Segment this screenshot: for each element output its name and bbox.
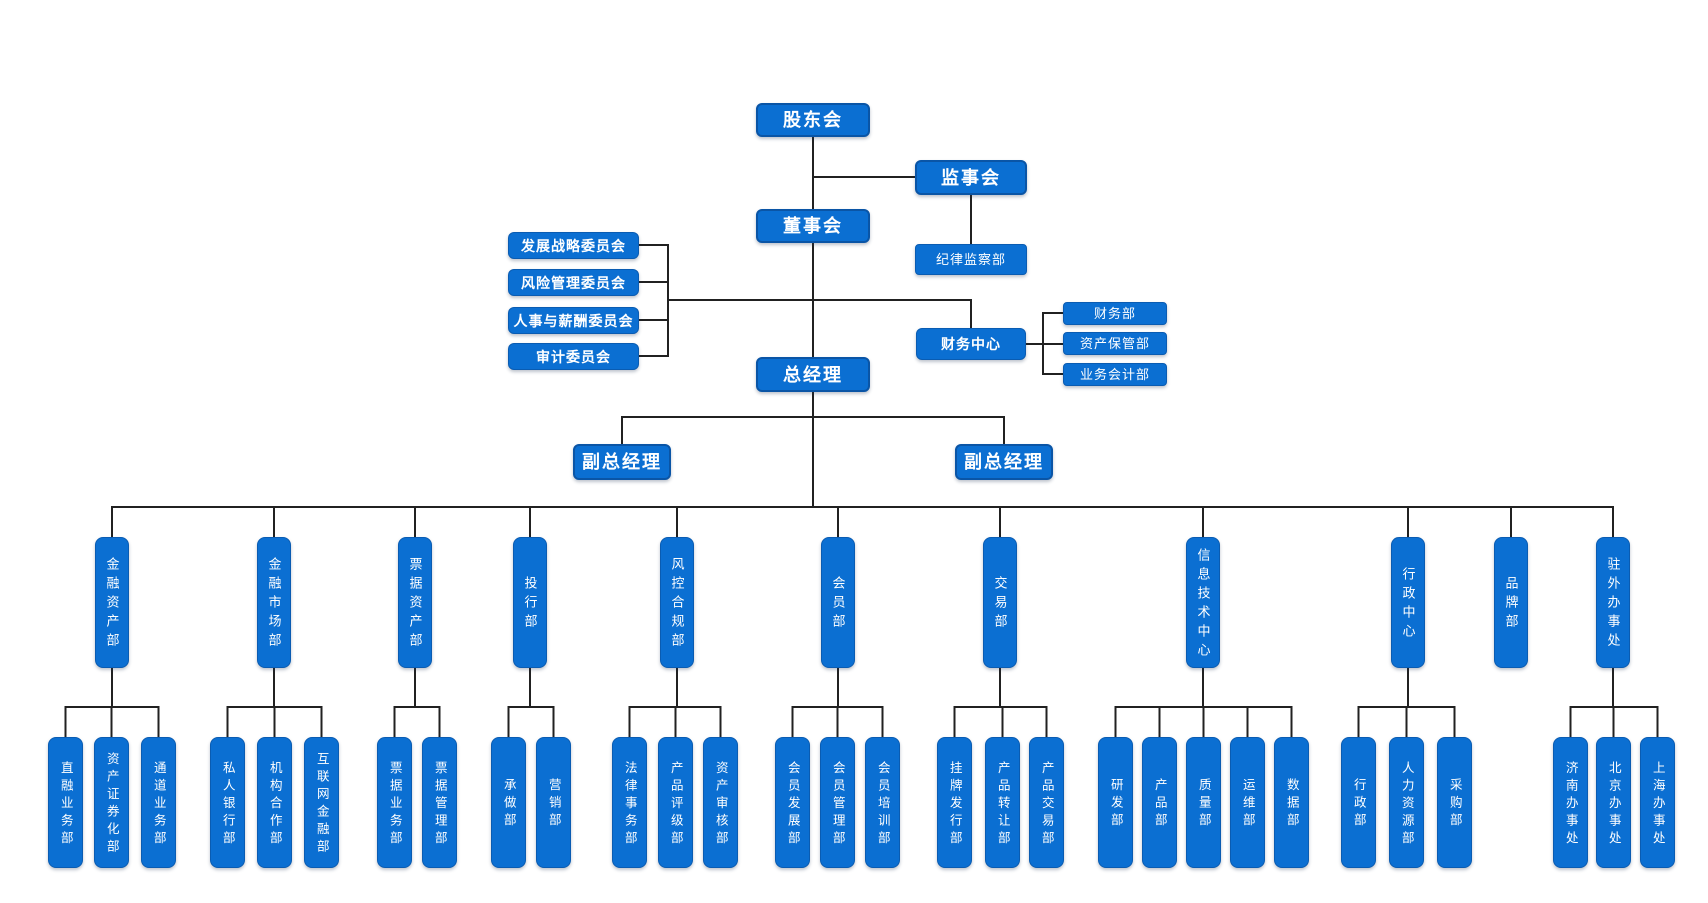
org-node-deputy-general-manager-1[interactable]: 副总经理 <box>573 444 671 480</box>
org-node-product-trading-dept[interactable]: 产品交易部 <box>1029 737 1064 868</box>
org-node-bills-assets-dept[interactable]: 票据资产部 <box>398 537 432 668</box>
org-node-product-transfer-dept[interactable]: 产品转让部 <box>985 737 1020 868</box>
org-node-risk-management-committee[interactable]: 风险管理委员会 <box>508 269 639 296</box>
org-node-legal-affairs-dept[interactable]: 法律事务部 <box>612 737 647 868</box>
org-node-risk-compliance-dept[interactable]: 风控合规部 <box>660 537 694 668</box>
org-node-beijing-office[interactable]: 北京办事处 <box>1596 737 1631 868</box>
org-node-rd-dept[interactable]: 研发部 <box>1098 737 1133 868</box>
org-node-data-dept[interactable]: 数据部 <box>1274 737 1309 868</box>
org-node-investment-banking-dept[interactable]: 投行部 <box>513 537 547 668</box>
org-node-board-of-directors[interactable]: 董事会 <box>756 209 870 243</box>
org-node-bills-business-dept[interactable]: 票据业务部 <box>377 737 412 868</box>
org-node-marketing-dept[interactable]: 营销部 <box>536 737 571 868</box>
org-node-supervisory-board[interactable]: 监事会 <box>915 160 1027 195</box>
org-node-financial-assets-dept[interactable]: 金融资产部 <box>95 537 129 668</box>
org-node-finance-dept[interactable]: 财务部 <box>1063 302 1167 325</box>
org-node-admin-center[interactable]: 行政中心 <box>1391 537 1425 668</box>
org-node-asset-review-dept[interactable]: 资产审核部 <box>703 737 738 868</box>
org-node-shareholders-meeting[interactable]: 股东会 <box>756 103 870 137</box>
org-node-operations-maintenance-dept[interactable]: 运维部 <box>1230 737 1265 868</box>
org-node-admin-dept[interactable]: 行政部 <box>1341 737 1376 868</box>
org-node-discipline-supervision-dept[interactable]: 纪律监察部 <box>915 244 1027 275</box>
org-node-finance-center[interactable]: 财务中心 <box>916 328 1026 360</box>
org-node-membership-dept[interactable]: 会员部 <box>821 537 855 668</box>
org-node-hr-compensation-committee[interactable]: 人事与薪酬委员会 <box>508 307 639 334</box>
org-node-jinan-office[interactable]: 济南办事处 <box>1553 737 1588 868</box>
org-node-member-management-dept[interactable]: 会员管理部 <box>820 737 855 868</box>
org-node-member-development-dept[interactable]: 会员发展部 <box>775 737 810 868</box>
org-node-financial-markets-dept[interactable]: 金融市场部 <box>257 537 291 668</box>
org-node-asset-custody-dept[interactable]: 资产保管部 <box>1063 332 1167 355</box>
org-node-deputy-general-manager-2[interactable]: 副总经理 <box>955 444 1053 480</box>
org-node-institutional-cooperation-dept[interactable]: 机构合作部 <box>257 737 292 868</box>
org-node-hr-dept[interactable]: 人力资源部 <box>1389 737 1424 868</box>
org-node-bills-management-dept[interactable]: 票据管理部 <box>422 737 457 868</box>
org-node-product-dept[interactable]: 产品部 <box>1142 737 1177 868</box>
org-node-procurement-dept[interactable]: 采购部 <box>1437 737 1472 868</box>
org-node-product-rating-dept[interactable]: 产品评级部 <box>658 737 693 868</box>
org-node-business-accounting-dept[interactable]: 业务会计部 <box>1063 363 1167 386</box>
org-node-private-banking-dept[interactable]: 私人银行部 <box>210 737 245 868</box>
org-node-underwriting-dept[interactable]: 承做部 <box>491 737 526 868</box>
org-node-audit-committee[interactable]: 审计委员会 <box>508 343 639 370</box>
org-node-quality-dept[interactable]: 质量部 <box>1186 737 1221 868</box>
org-node-listing-issuance-dept[interactable]: 挂牌发行部 <box>937 737 972 868</box>
org-node-direct-financing-dept[interactable]: 直融业务部 <box>48 737 83 868</box>
org-node-brand-dept[interactable]: 品牌部 <box>1494 537 1528 668</box>
org-node-member-training-dept[interactable]: 会员培训部 <box>865 737 900 868</box>
org-node-channel-business-dept[interactable]: 通道业务部 <box>141 737 176 868</box>
org-node-trading-dept[interactable]: 交易部 <box>983 537 1017 668</box>
org-node-it-center[interactable]: 信息技术中心 <box>1186 537 1220 668</box>
org-node-asset-securitization-dept[interactable]: 资产证券化部 <box>94 737 129 868</box>
org-node-general-manager[interactable]: 总经理 <box>756 357 870 392</box>
org-node-shanghai-office[interactable]: 上海办事处 <box>1640 737 1675 868</box>
org-node-internet-finance-dept[interactable]: 互联网金融部 <box>304 737 339 868</box>
org-node-development-strategy-committee[interactable]: 发展战略委员会 <box>508 232 639 259</box>
org-node-external-offices-dept[interactable]: 驻外办事处 <box>1596 537 1630 668</box>
